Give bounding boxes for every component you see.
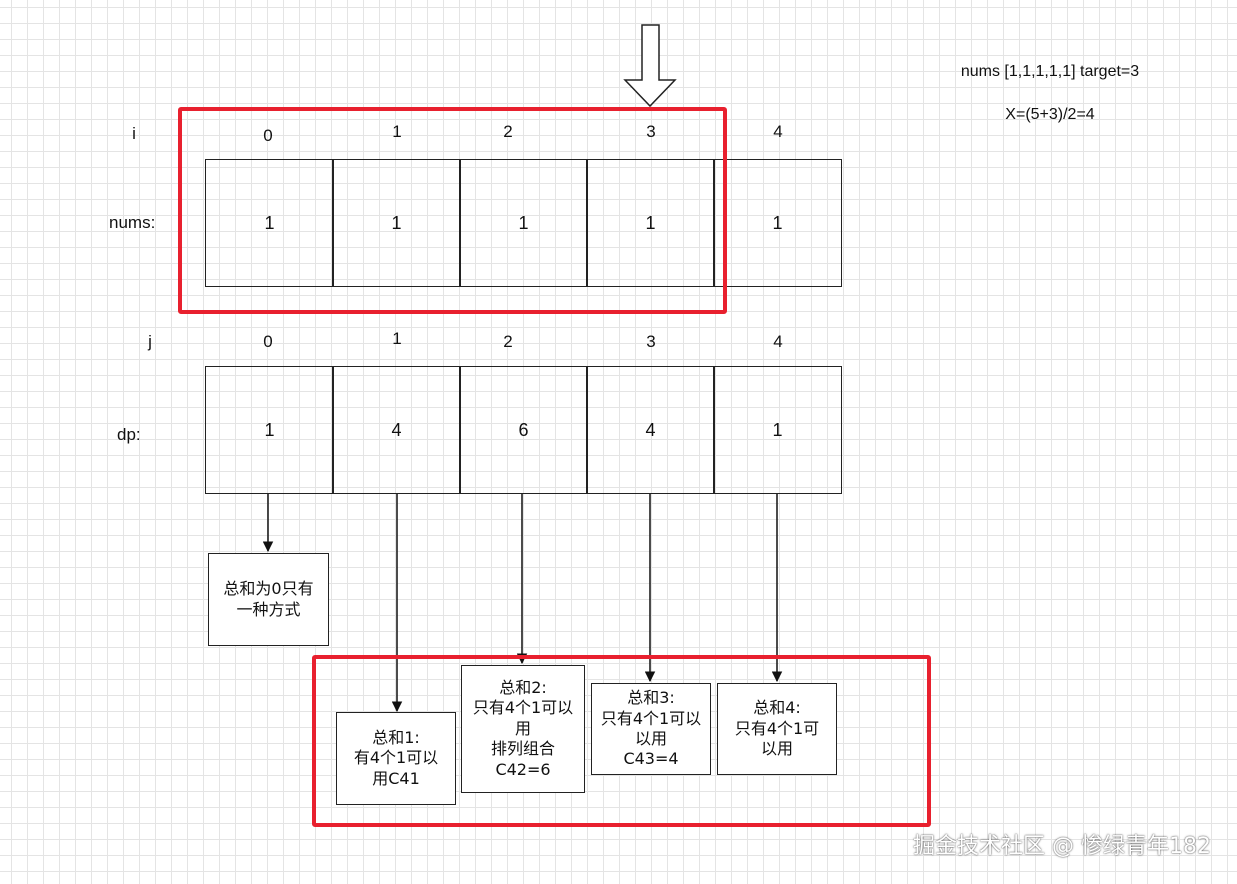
i-index: 2 <box>503 122 513 141</box>
i-index: 0 <box>263 126 273 145</box>
label-i: i <box>132 124 136 143</box>
dp-cell: 4 <box>332 366 461 494</box>
note-dp2: 总和2: 只有4个1可以 用 排列组合 C42=6 <box>461 665 585 793</box>
i-index: 3 <box>646 122 656 141</box>
dp-cell: 1 <box>713 366 842 494</box>
nums-cell: 1 <box>332 159 461 287</box>
note-dp3: 总和3: 只有4个1可以 以用 C43=4 <box>591 683 711 775</box>
highlight-nums-box <box>178 107 727 314</box>
dp-cell: 4 <box>586 366 715 494</box>
nums-cell: 1 <box>713 159 842 287</box>
problem-info-line2: X=(5+3)/2=4 <box>1005 105 1095 123</box>
problem-info: nums [1,1,1,1,1] target=3 X=(5+3)/2=4 <box>932 39 1168 147</box>
dp-cell: 1 <box>205 366 334 494</box>
j-index: 3 <box>646 332 656 351</box>
label-j: j <box>148 332 152 351</box>
note-dp4: 总和4: 只有4个1可 以用 <box>717 683 837 775</box>
nums-cell: 1 <box>205 159 334 287</box>
label-nums: nums: <box>109 213 156 232</box>
nums-cell: 1 <box>459 159 588 287</box>
problem-info-line1: nums [1,1,1,1,1] target=3 <box>960 62 1140 80</box>
highlight-notes-box <box>312 655 931 827</box>
dp-cell: 6 <box>459 366 588 494</box>
i-index: 1 <box>392 122 402 141</box>
j-index: 1 <box>392 329 402 348</box>
j-index: 4 <box>773 332 783 351</box>
label-dp: dp: <box>117 425 141 444</box>
j-index: 0 <box>263 332 273 351</box>
pointer-arrow-icon <box>623 24 677 108</box>
note-dp1: 总和1: 有4个1可以 用C41 <box>336 712 456 805</box>
watermark: 掘金技术社区 @ 惨绿青年182 <box>913 834 1211 859</box>
j-index: 2 <box>503 332 513 351</box>
note-dp0: 总和为0只有 一种方式 <box>208 553 329 646</box>
i-index: 4 <box>773 122 783 141</box>
nums-cell: 1 <box>586 159 715 287</box>
